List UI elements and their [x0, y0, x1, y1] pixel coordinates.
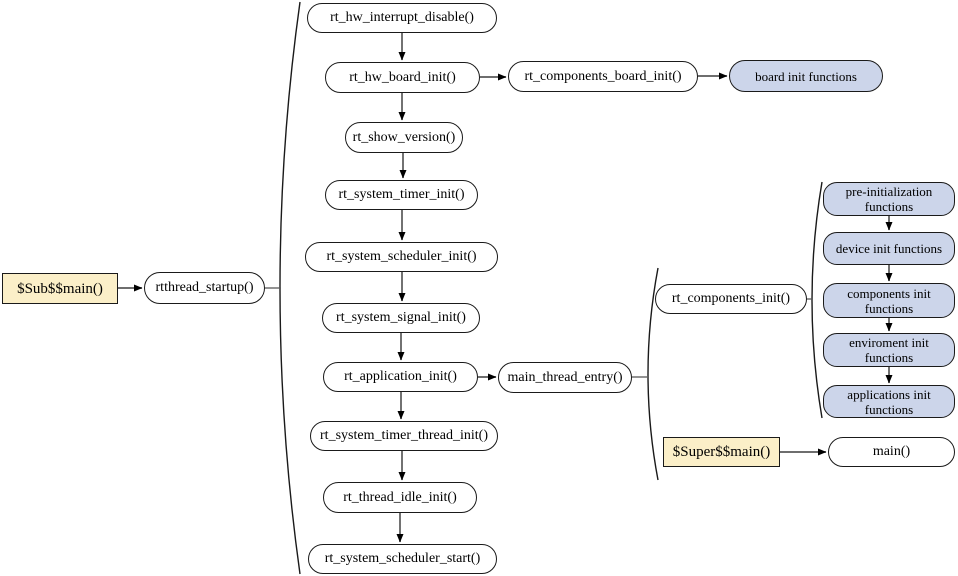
node-rt-system-timer-thread-init: rt_system_timer_thread_init()	[310, 421, 498, 451]
node-super-main: $Super$$main()	[663, 437, 780, 467]
node-rt-system-signal-init: rt_system_signal_init()	[322, 303, 480, 333]
node-main: main()	[828, 437, 955, 467]
node-rt-thread-idle-init: rt_thread_idle_init()	[323, 482, 477, 513]
node-enviroment-init-functions: enviroment init functions	[823, 333, 955, 367]
node-rt-hw-interrupt-disable: rt_hw_interrupt_disable()	[307, 3, 497, 33]
node-rt-components-init: rt_components_init()	[655, 284, 807, 314]
startup-sequence-brace	[279, 1, 301, 575]
node-board-init-functions: board init functions	[729, 60, 883, 92]
node-applications-init-functions: applications init functions	[823, 385, 955, 418]
components-init-brace	[811, 181, 823, 419]
node-sub-main: $Sub$$main()	[2, 273, 118, 304]
node-rt-system-timer-init: rt_system_timer_init()	[325, 180, 478, 210]
node-pre-initialization-functions: pre-initialization functions	[823, 182, 955, 216]
node-rtthread-startup: rtthread_startup()	[144, 272, 265, 304]
node-rt-system-scheduler-start: rt_system_scheduler_start()	[308, 544, 497, 574]
node-rt-components-board-init: rt_components_board_init()	[508, 61, 698, 92]
node-main-thread-entry: main_thread_entry()	[498, 362, 632, 393]
node-rt-hw-board-init: rt_hw_board_init()	[325, 62, 480, 93]
node-rt-application-init: rt_application_init()	[323, 362, 478, 392]
main-thread-brace	[647, 267, 659, 481]
node-rt-system-scheduler-init: rt_system_scheduler_init()	[305, 242, 498, 272]
node-components-init-functions: components init functions	[823, 283, 955, 318]
node-device-init-functions: device init functions	[823, 232, 955, 265]
node-rt-show-version: rt_show_version()	[345, 122, 463, 153]
